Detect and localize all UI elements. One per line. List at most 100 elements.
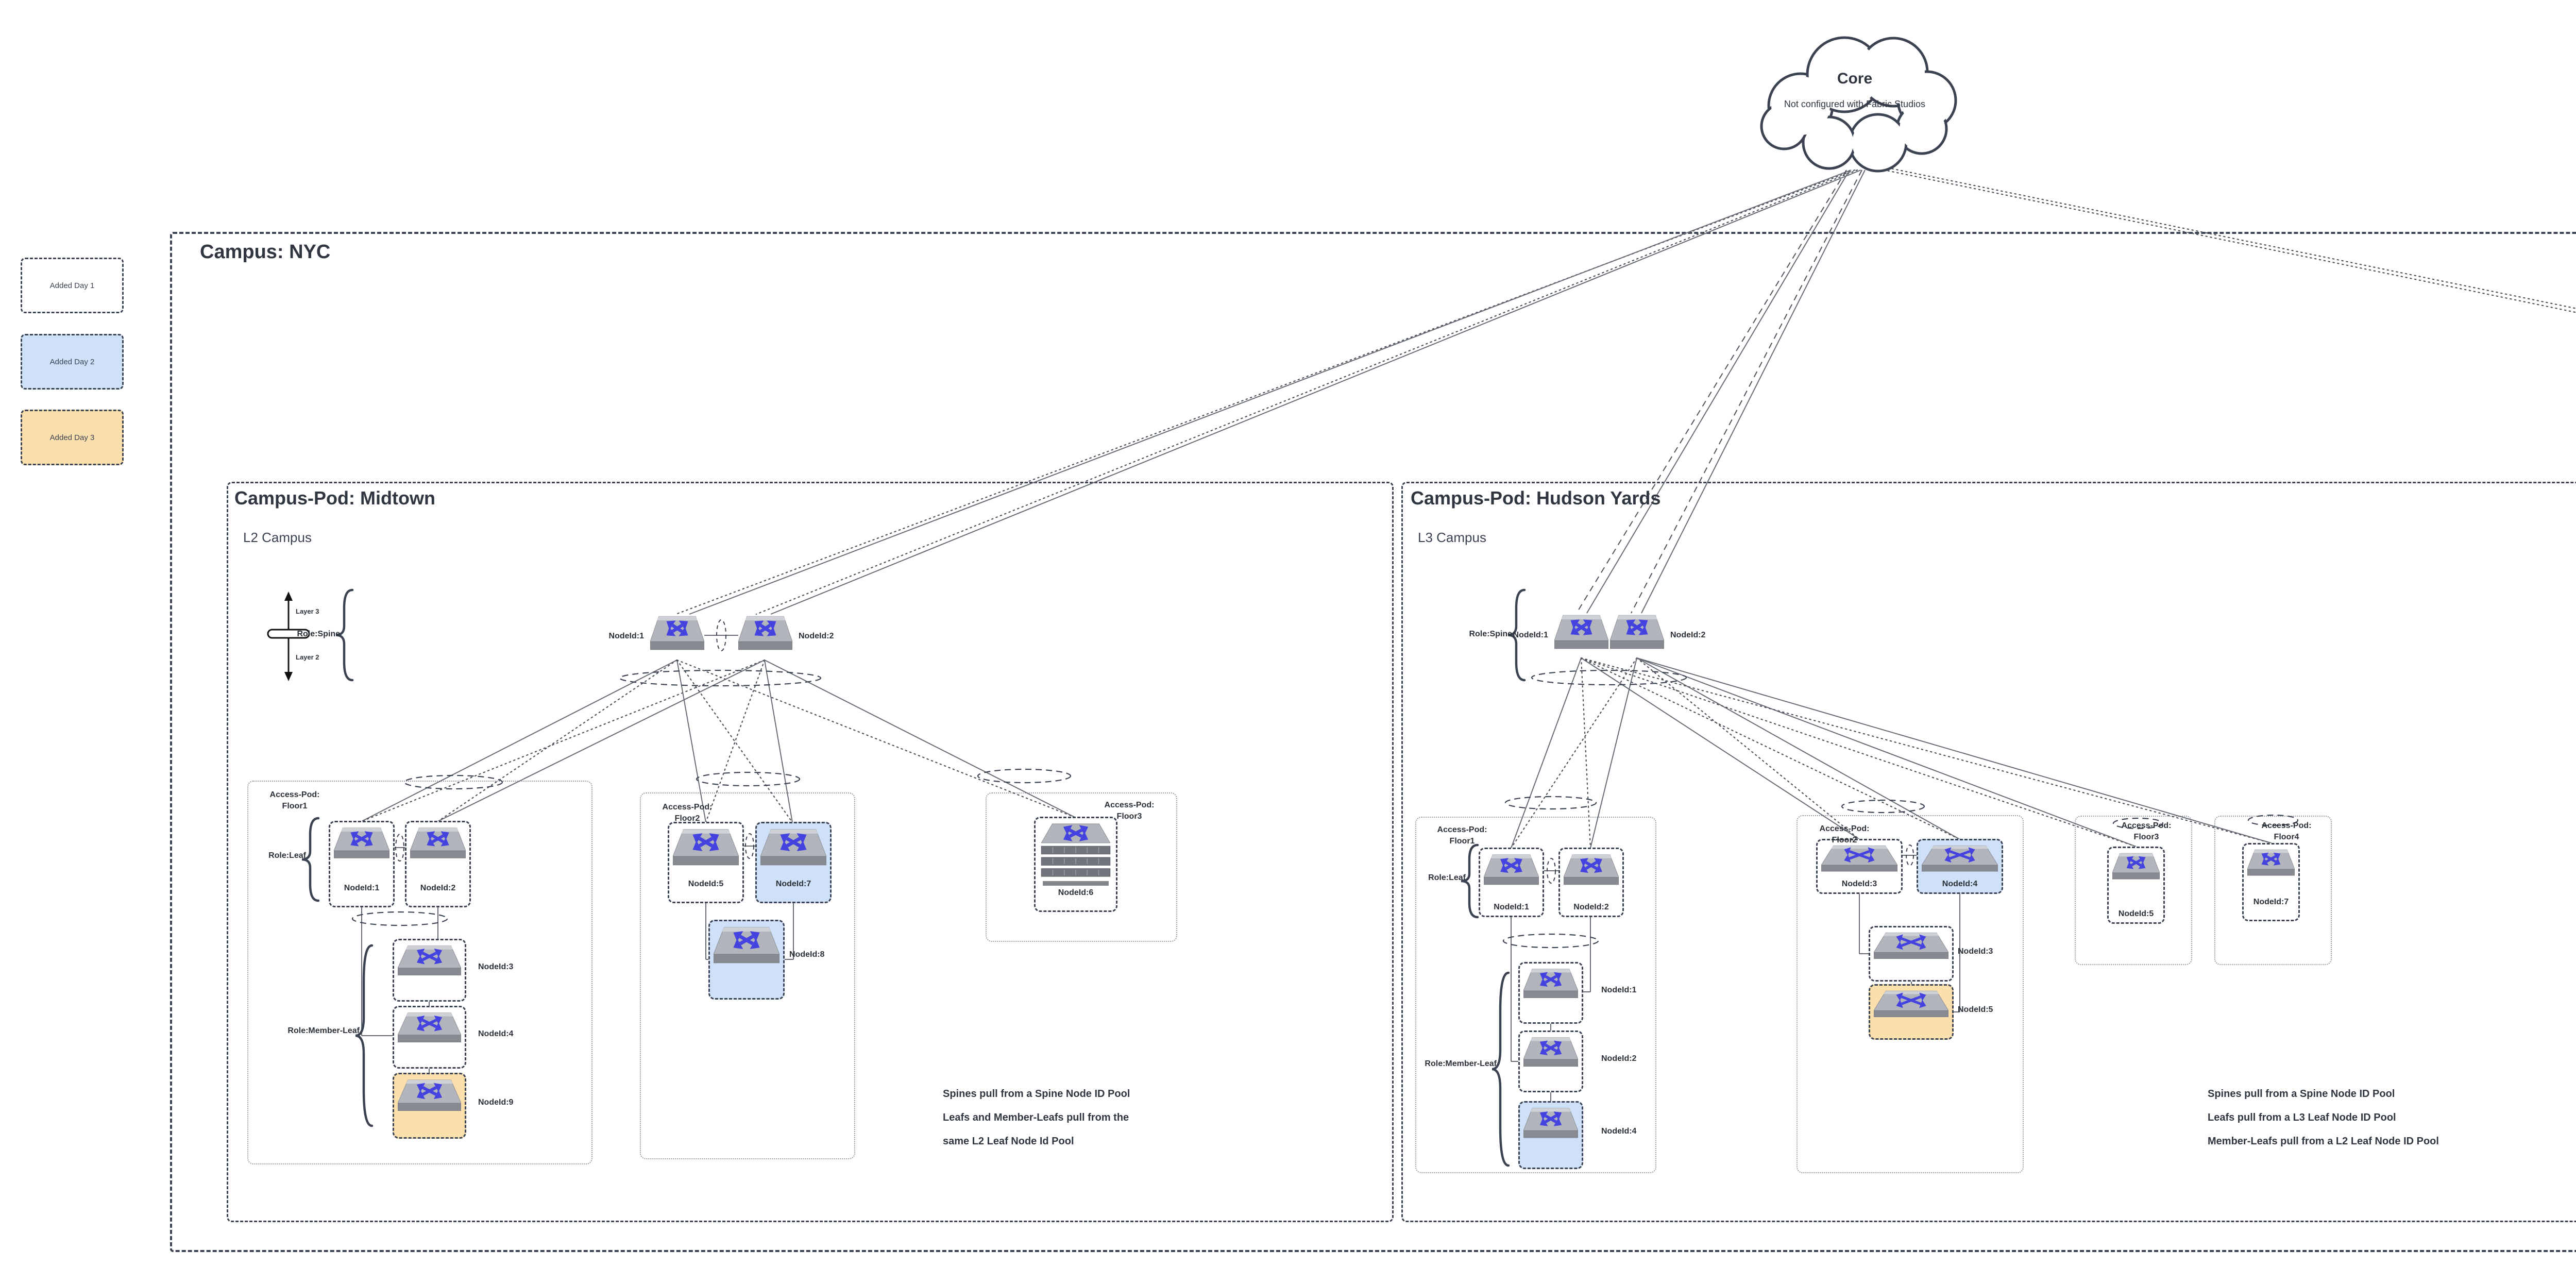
switch-icon (2112, 853, 2160, 880)
switch-icon (760, 829, 826, 866)
role-label: Role:Leaf (268, 851, 306, 860)
node-label: NodeId:3 (478, 962, 514, 972)
node-label: NodeId:4 (478, 1029, 514, 1039)
floor-title-line2: Floor1 (1449, 837, 1475, 846)
node-label: NodeId:4 (1942, 880, 1978, 888)
link-bundle-ellipse (1841, 799, 1925, 814)
topology-link (361, 660, 677, 822)
link-bundle-ellipse (977, 768, 1072, 784)
switch-icon (1874, 932, 1948, 959)
switch-icon (398, 945, 461, 975)
topology-link (1636, 657, 1960, 840)
switch-icon (1523, 969, 1578, 999)
switch-icon (1874, 990, 1948, 1018)
annotation-line: Leafs and Member-Leafs pull from the (943, 1112, 1129, 1123)
node-label: NodeId:9 (478, 1097, 514, 1107)
spine-switch-icon (650, 616, 704, 650)
legend-item-day1: Added Day 1 (21, 258, 124, 313)
floor-title-line1: Access-Pod: (1437, 825, 1487, 834)
leaf-node (2107, 847, 2165, 924)
topology-link (1576, 170, 1847, 614)
node-label: NodeId:3 (1958, 947, 1993, 956)
access-pod-floor4 (2214, 816, 2332, 965)
node-label: NodeId:2 (1573, 903, 1609, 911)
link-bundle-ellipse (696, 771, 801, 787)
switch-icon (1821, 845, 1897, 872)
node-label: NodeId:5 (2118, 909, 2154, 918)
peer-link-ellipse (1547, 858, 1556, 884)
floor-title-line2: Floor2 (1832, 836, 1857, 844)
access-pod-floor2 (640, 792, 855, 1159)
topology-link (705, 659, 766, 823)
floor-title-line1: Access-Pod: (2121, 821, 2172, 830)
node-label: NodeId:6 (1058, 888, 1094, 897)
pod-hudson-yards (1401, 482, 2576, 1222)
annotation-line: Leafs pull from a L3 Leaf Node ID Pool (2208, 1112, 2396, 1123)
switch-icon (714, 927, 779, 964)
core-cloud-fill (1810, 40, 1879, 109)
spine-switch-icon (738, 616, 792, 650)
topology-link (1636, 657, 2272, 843)
link-bundle-ellipse (1504, 796, 1597, 810)
pod-subtitle: L3 Campus (1418, 530, 1486, 545)
topology-link (1580, 657, 1961, 840)
topology-link (1636, 657, 1860, 840)
pod-subtitle: L2 Campus (243, 530, 312, 545)
spine-node-label: NodeId:1 (1513, 631, 1548, 639)
topology-link (676, 659, 793, 823)
core-title: Core (1837, 70, 1873, 87)
topology-link (1636, 657, 2137, 847)
topology-link (764, 660, 1075, 818)
floor-title-line2: Floor1 (282, 802, 308, 810)
topology-link (437, 659, 678, 822)
layer-divider-arrowhead-top (284, 592, 293, 601)
access-pod-floor3 (986, 792, 1177, 942)
node-label: NodeId:5 (1958, 1005, 1993, 1015)
topology-link (1590, 657, 1637, 849)
switch-icon (673, 829, 739, 866)
switch-icon (410, 827, 466, 858)
spine-role-label: Role:Spine (297, 630, 340, 638)
spine-role-label: Role:Spine (1469, 630, 1512, 638)
legend-item-day2: Added Day 2 (21, 334, 124, 390)
core-cloud-fill (1764, 106, 1804, 146)
peer-link-ellipse (745, 833, 754, 859)
spine-node-label: NodeId:2 (1670, 631, 1706, 639)
node-label: NodeId:2 (420, 884, 456, 892)
topology-link (770, 170, 1861, 615)
topology-link (1580, 657, 2137, 848)
topology-link (1873, 167, 2576, 313)
node-label: NodeId:7 (2253, 898, 2289, 906)
floor-title-line2: Floor3 (2133, 833, 2159, 841)
core-cloud-fill (1900, 107, 1944, 151)
floor-title-line1: Access-Pod: (269, 790, 320, 799)
role-brace (355, 944, 374, 1127)
floor-title-line2: Floor3 (1116, 812, 1142, 821)
node-label: NodeId:1 (1494, 903, 1529, 911)
pod-title: Campus-Pod: Hudson Yards (1411, 487, 1661, 509)
link-bundle-ellipse (1502, 933, 1599, 949)
layer-divider-bar (267, 629, 310, 639)
floor-title-line1: Access-Pod: (1819, 824, 1870, 833)
link-bundle-ellipse (2247, 814, 2299, 826)
floor-title-line1: Access-Pod: (1104, 801, 1155, 809)
topology-link (676, 660, 706, 823)
legend-label: Added Day 1 (49, 281, 95, 290)
node-label: NodeId:5 (688, 880, 724, 888)
role-brace (1461, 843, 1479, 919)
legend-item-day3: Added Day 3 (21, 410, 124, 465)
floor-title-line2: Floor4 (2274, 833, 2299, 841)
annotation-line: Spines pull from a Spine Node ID Pool (943, 1088, 1130, 1100)
spine-node-label: NodeId:2 (799, 632, 834, 640)
legend-label: Added Day 3 (49, 433, 95, 442)
spine-node-label: NodeId:1 (608, 632, 644, 640)
topology-link (1641, 170, 1866, 614)
role-brace (335, 588, 354, 682)
link-bundle-ellipse (403, 774, 503, 790)
switch-icon (1484, 854, 1539, 885)
role-label: Role:Leaf (1428, 873, 1466, 882)
